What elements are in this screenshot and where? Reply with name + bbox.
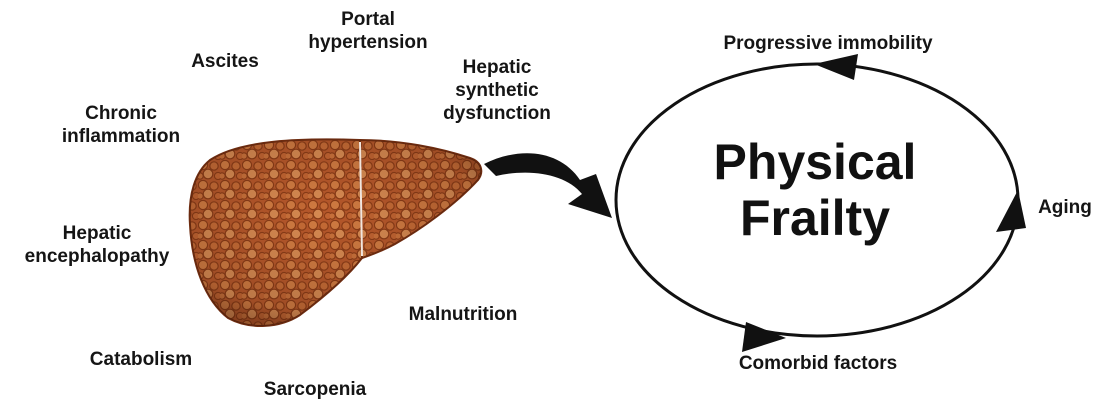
liver-icon — [190, 139, 482, 326]
cycle-arrowhead-top — [814, 54, 858, 80]
label-portal-hypertension: Portal hypertension — [296, 8, 440, 54]
label-sarcopenia: Sarcopenia — [254, 378, 376, 401]
label-catabolism: Catabolism — [78, 348, 204, 371]
curved-arrow-icon — [484, 153, 612, 218]
label-hepatic-encephalopathy: Hepatic encephalopathy — [8, 222, 186, 268]
cycle-title: Physical Frailty — [680, 134, 950, 246]
cycle-arrowhead-bottom — [742, 322, 786, 352]
label-aging: Aging — [1032, 196, 1098, 219]
label-chronic-inflammation: Chronic inflammation — [46, 102, 196, 148]
label-comorbid-factors: Comorbid factors — [718, 352, 918, 375]
label-ascites: Ascites — [180, 50, 270, 73]
label-hepatic-synthetic-dysfunction: Hepatic synthetic dysfunction — [432, 56, 562, 125]
label-progressive-immobility: Progressive immobility — [700, 32, 956, 55]
label-malnutrition: Malnutrition — [396, 303, 530, 326]
cycle-arrowhead-right — [996, 190, 1026, 232]
